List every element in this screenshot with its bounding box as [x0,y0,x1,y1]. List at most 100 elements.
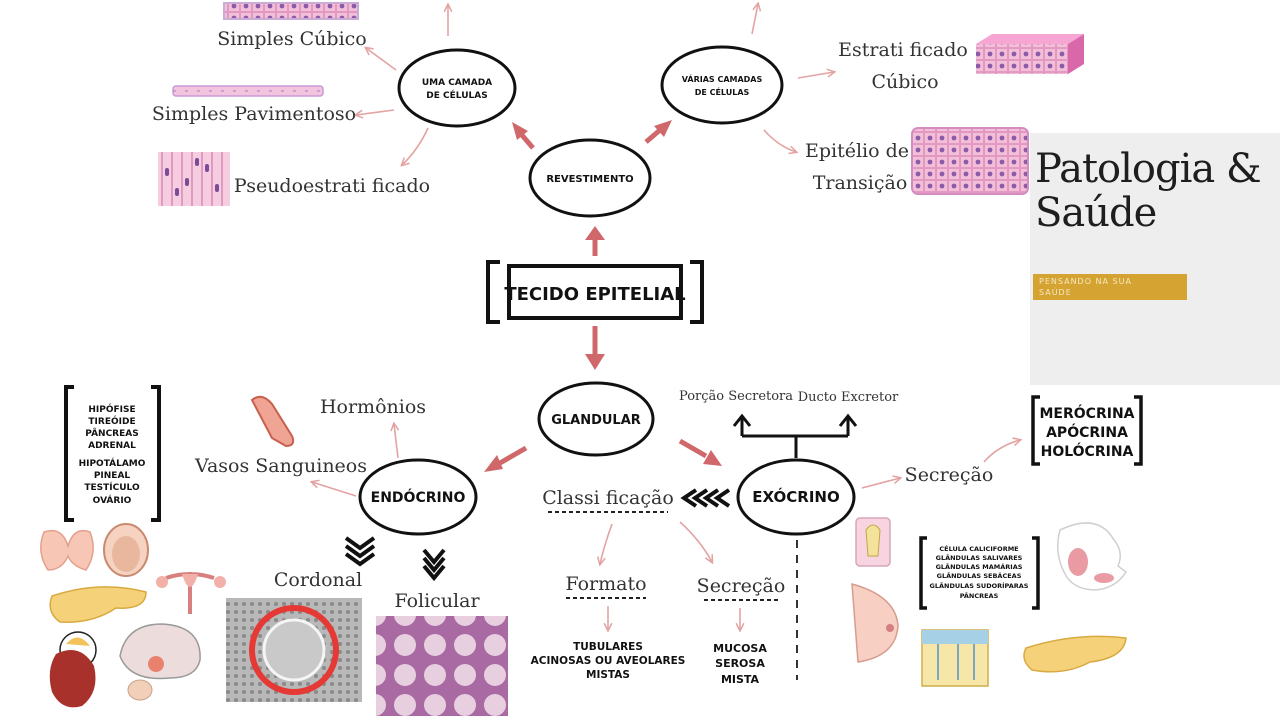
pancreas-illustration-left [49,586,147,623]
secrecao-item-serosa: SEROSA [715,657,765,670]
folicular-histology-image [376,616,508,716]
gland-pineal: PINEAL [94,471,131,481]
endocrino-node: ENDÓCRINO [358,458,478,536]
goblet-cell-illustration [855,517,891,567]
glandular-node: GLANDULAR [537,381,655,457]
gland-mamarias: GLÂNDULAS MAMÁRIAS [936,562,1023,571]
gland-tireoide: TIREÓIDE [88,415,135,427]
pseudoestratificado-illustration [158,152,230,206]
gland-caliciforme: CÉLULA CALICIFORME [939,544,1018,553]
varias-camadas-label-2: DE CÉLULAS [695,86,750,97]
formato-label: Formato [565,573,646,595]
testicle-illustration [103,523,149,577]
holocrina-label: HOLÓCRINA [1041,442,1134,460]
porcao-secretora-label: Porção Secretora [679,389,793,404]
formato-item-mistas: MISTAS [586,669,630,681]
brand-tagline: PENSANDO NA SUA SAÚDE [1033,274,1187,300]
secrecao-item-mucosa: MUCOSA [713,642,767,655]
varias-camadas-node: VÁRIAS CAMADAS DE CÉLULAS [660,45,784,125]
simples-pavimentoso-illustration [172,85,324,97]
mammary-gland-illustration [851,582,899,663]
center-node: TECIDO EPITELIAL [486,260,704,324]
thyroid-illustration [40,529,94,571]
gland-hipotalamo: HIPOTÁLAMO [79,457,146,469]
gland-sebaceas: GLÂNDULAS SEBÁCEAS [937,571,1022,580]
uterus-ovary-illustration [156,572,226,614]
revestimento-node: REVESTIMENTO [528,138,652,218]
brand-panel: Patologia & Saúde PENSANDO NA SUA SAÚDE [1030,133,1280,385]
gland-adrenal: ADRENAL [88,441,136,451]
pancreas-illustration-right [1023,635,1127,673]
arrow-to-simples-cubico [366,48,397,71]
chevrons-to-folicular [422,548,446,582]
arrow-to-estratificado [797,72,834,79]
folicular-label: Folicular [394,590,480,612]
arrow-to-hormonios [394,424,398,459]
brand-title-line2: Saúde [1035,190,1157,236]
gland-salivares: GLÂNDULAS SALIVARES [936,553,1023,562]
endocrino-label: ENDÓCRINO [371,488,466,506]
arrow-to-transicao [763,129,796,152]
brand-title: Patologia & Saúde [1035,147,1275,235]
estratificado-label-2: Cúbico [871,71,938,93]
transicao-illustration [911,127,1029,195]
brand-tagline-line1: PENSANDO NA SUA [1039,277,1132,286]
center-label: TECIDO EPITELIAL [504,284,685,305]
ducto-excretor-label: Ducto Excretor [798,390,899,405]
uma-camada-node: UMA CAMADA DE CÉLULAS [397,48,517,128]
brand-title-line1: Patologia & [1035,146,1262,192]
uma-camada-label-1: UMA CAMADA [422,78,492,88]
transicao-label-1: Epitélio de [805,140,909,162]
gland-sudoriparas: GLÂNDULAS SUDORÍPARAS [930,581,1029,590]
duct-split-connector [732,413,858,458]
arrow-to-exocrino [678,438,722,466]
formato-item-tubulares: TUBULARES [573,641,643,653]
hormonios-label: Hormônios [320,396,426,418]
gland-ovario: OVÁRIO [93,494,132,506]
arrow-to-class-secrecao [679,521,712,562]
arrow-to-simples-pavimentoso [356,109,395,115]
endocrine-glands-box: HIPÓFISE TIREÓIDE PÂNCREAS ADRENAL HIPOT… [64,385,161,522]
arrow-to-pseudoestratificado [402,127,429,165]
brand-tagline-line2: SAÚDE [1039,288,1072,297]
simples-cubico-illustration [223,2,359,20]
simples-cubico-label: Simples Cúbico [217,28,366,50]
class-secrecao-label: Secreção [697,575,786,597]
transicao-label-2: Transição [813,172,908,194]
cordonal-histology-image [226,598,362,702]
gland-pancreas: PÂNCREAS [85,427,138,439]
arrow-to-uma-camada [512,122,535,150]
gland-pancreas-exo: PÂNCREAS [960,591,999,600]
arrow-to-formato [600,523,613,564]
face-salivary-illustration [1057,522,1128,591]
arrow-to-vasos [312,482,357,497]
varias-camadas-label-1: VÁRIAS CAMADAS [682,73,763,84]
uma-camada-label-2: DE CÉLULAS [426,89,487,101]
blood-vessel-illustration [250,395,295,448]
arrow-to-glandular [585,326,605,370]
arrow-to-secretion-types [983,440,1020,463]
formato-item-acinosas: ACINOSAS OU AVEOLARES [531,655,686,667]
arrow-to-varias-camadas [644,120,672,144]
revestimento-label: REVESTIMENTO [546,174,633,185]
exocrino-label: EXÓCRINO [752,487,839,506]
exocrine-glands-box: CÉLULA CALICIFORME GLÂNDULAS SALIVARES G… [919,536,1040,610]
brain-illustration [119,623,201,701]
adrenal-kidney-illustration [49,631,97,708]
merocrina-label: MERÓCRINA [1040,404,1135,422]
vasos-label: Vasos Sanguineos [194,455,367,477]
arrow-top-right [751,4,758,35]
simples-pavimentoso-label: Simples Pavimentoso [152,103,356,125]
cordonal-label: Cordonal [274,569,362,591]
classificacao-label: Classi ficação [542,487,674,509]
glandular-label: GLANDULAR [551,413,641,428]
estratificado-label-1: Estrati ficado [838,39,968,61]
secretion-types-box: MERÓCRINA APÓCRINA HOLÓCRINA [1031,395,1143,466]
secrecao-item-mista: MISTA [721,673,760,686]
gland-hipofise: HIPÓFISE [88,403,135,415]
gland-testiculo: TESTÍCULO [84,481,140,493]
exocrino-node: EXÓCRINO [736,458,856,536]
estratificado-illustration [976,34,1084,74]
apocrina-label: APÓCRINA [1046,423,1128,441]
